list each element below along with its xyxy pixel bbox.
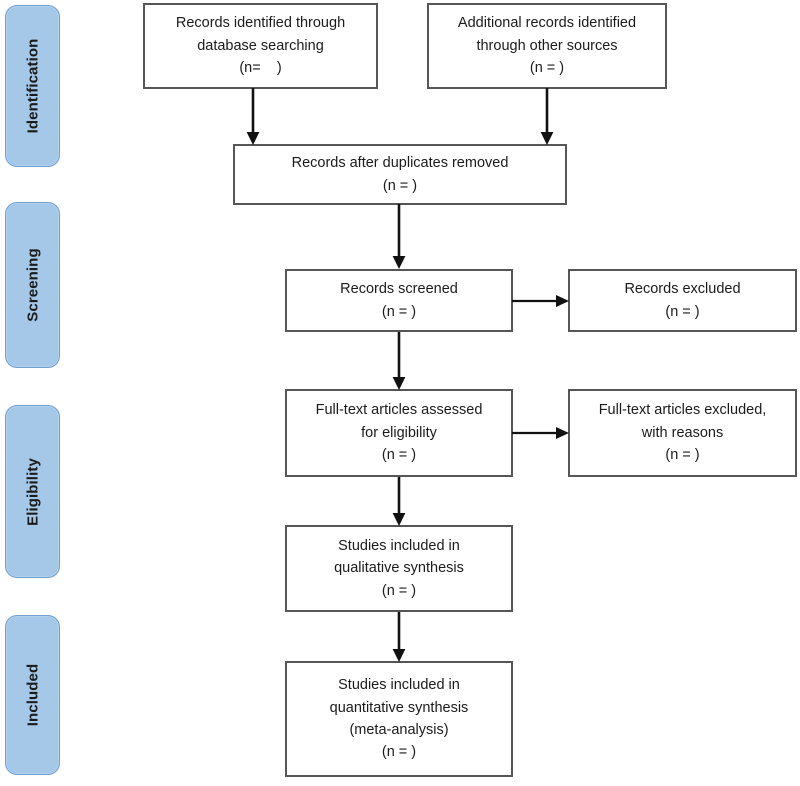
arrow-screened-to-excluded (512, 291, 570, 311)
box-line: (n = ) (381, 447, 417, 464)
box-duplicates-removed[interactable]: Records after duplicates removed (n = ) (233, 144, 567, 205)
box-line: Records after duplicates removed (291, 155, 509, 172)
box-line: (n = ) (529, 60, 565, 77)
box-qualitative-synthesis[interactable]: Studies included in qualitative synthesi… (285, 525, 513, 612)
box-line: through other sources (476, 37, 618, 54)
box-line: (n = ) (381, 303, 417, 320)
box-line: for eligibility (361, 424, 437, 441)
arrow-fulltext-to-excluded (512, 423, 570, 443)
box-line: (n = ) (381, 744, 417, 761)
box-line: (n= ) (239, 60, 282, 77)
box-quantitative-synthesis[interactable]: Studies included in quantitative synthes… (285, 661, 513, 777)
box-line: (n = ) (665, 303, 700, 320)
box-additional-records[interactable]: Additional records identified through ot… (427, 3, 667, 89)
stage-chip-screening[interactable]: Screening (5, 202, 60, 368)
stage-chip-identification[interactable]: Identification (5, 5, 60, 167)
stage-chip-included[interactable]: Included (5, 615, 60, 775)
box-line: Additional records identified (457, 15, 637, 32)
box-line: quantitative synthesis (329, 699, 469, 716)
stage-label-screening: Screening (24, 248, 41, 322)
box-line: with reasons (641, 424, 724, 441)
box-line: Studies included in (338, 537, 460, 554)
arrow-fulltext-to-qualitative (389, 477, 409, 527)
arrow-duplicates-to-screened (389, 204, 409, 270)
box-line: Studies included in (338, 677, 460, 694)
arrow-identified-to-duplicates (243, 88, 263, 146)
box-fulltext-assessed[interactable]: Full-text articles assessed for eligibil… (285, 389, 513, 477)
box-line: Records screened (340, 281, 458, 298)
box-line: Records identified through (175, 15, 346, 32)
arrow-screened-to-fulltext (389, 332, 409, 391)
box-records-excluded[interactable]: Records excluded (n = ) (568, 269, 797, 332)
box-line: (n = ) (382, 177, 418, 194)
box-line: Full-text articles excluded, (598, 402, 767, 419)
stage-label-eligibility: Eligibility (24, 457, 41, 526)
box-line: database searching (197, 37, 324, 54)
box-line: (n = ) (381, 582, 417, 599)
box-records-identified[interactable]: Records identified through database sear… (143, 3, 378, 89)
box-fulltext-excluded[interactable]: Full-text articles excluded, with reason… (568, 389, 797, 477)
box-records-screened[interactable]: Records screened (n = ) (285, 269, 513, 332)
box-line: (meta-analysis) (349, 722, 449, 738)
box-line: qualitative synthesis (334, 560, 464, 577)
box-line: Records excluded (624, 281, 741, 298)
stage-chip-eligibility[interactable]: Eligibility (5, 405, 60, 578)
box-line: Full-text articles assessed (315, 402, 483, 419)
stage-label-included: Included (24, 663, 41, 727)
stage-label-identification: Identification (24, 38, 41, 134)
arrow-additional-to-duplicates (537, 88, 557, 146)
box-line: (n = ) (665, 447, 700, 464)
arrow-qualitative-to-quantitative (389, 612, 409, 663)
